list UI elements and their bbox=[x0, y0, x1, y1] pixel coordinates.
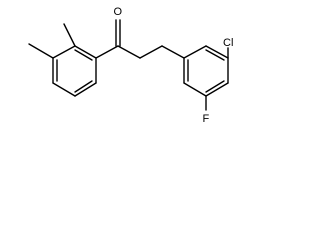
double-bond-inner bbox=[74, 49, 93, 61]
chain-bond bbox=[161, 45, 185, 59]
methyl-bond-3 bbox=[28, 43, 54, 59]
oxygen-label: O bbox=[114, 6, 123, 18]
double-bond-inner bbox=[74, 80, 93, 93]
bond bbox=[74, 82, 97, 97]
dimethylphenyl-ring bbox=[52, 45, 97, 97]
bond bbox=[52, 45, 76, 59]
bond bbox=[52, 82, 76, 97]
chemical-structure: O Cl F bbox=[28, 6, 233, 125]
methyl-bond-2 bbox=[63, 23, 76, 47]
fluorine-label: F bbox=[203, 113, 210, 125]
chlorine-label: Cl bbox=[223, 37, 233, 49]
bond bbox=[205, 45, 229, 59]
bond bbox=[205, 82, 229, 97]
double-bond-inner bbox=[205, 49, 225, 61]
bond bbox=[183, 45, 207, 59]
chlorofluorophenyl-ring bbox=[183, 45, 229, 97]
double-bond-inner bbox=[205, 80, 225, 93]
chain-bond bbox=[117, 45, 141, 59]
chain-bond bbox=[139, 45, 163, 59]
ring-to-carbonyl-bond bbox=[95, 45, 119, 59]
bond bbox=[74, 45, 97, 59]
bond bbox=[183, 82, 207, 97]
